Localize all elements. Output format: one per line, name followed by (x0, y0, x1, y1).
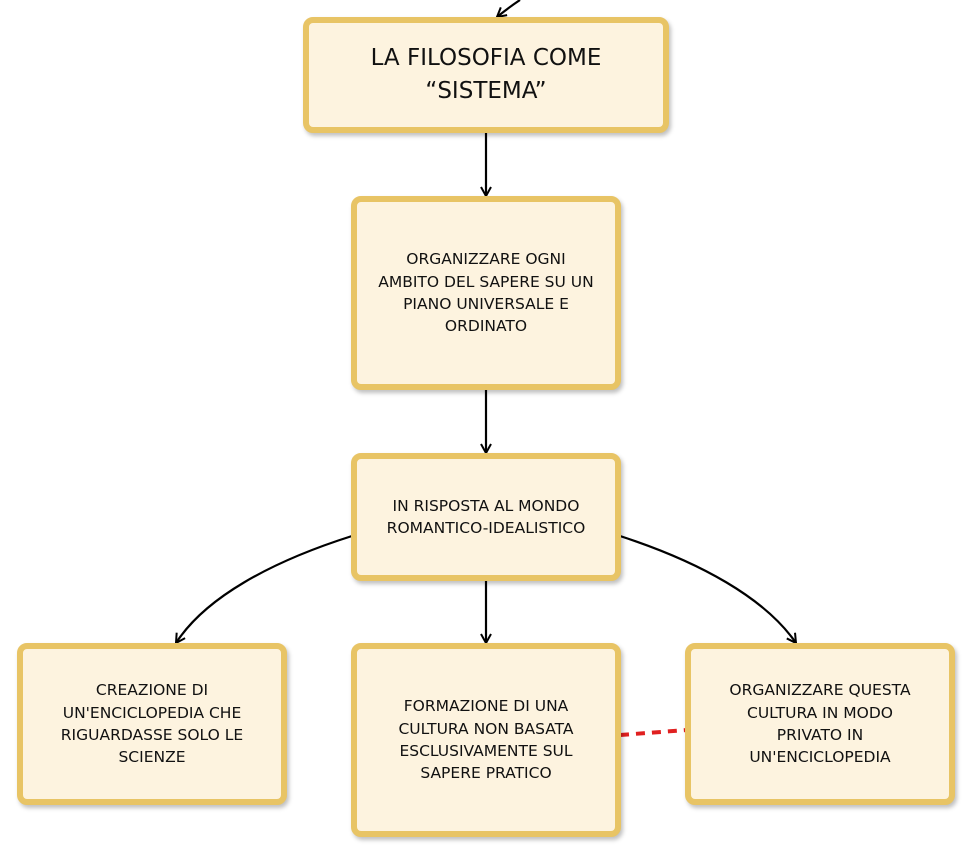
node-private-encyclopedia-label: ORGANIZZARE QUESTA CULTURA IN MODO PRIVA… (729, 681, 911, 767)
node-private-encyclopedia: ORGANIZZARE QUESTA CULTURA IN MODO PRIVA… (685, 643, 955, 805)
node-sciences-encyclopedia-label: CREAZIONE DI UN'ENCICLOPEDIA CHE RIGUARD… (60, 681, 244, 767)
node-romantic-idealist-response: IN RISPOSTA AL MONDO ROMANTICO-IDEALISTI… (351, 453, 621, 581)
node-organize-knowledge: ORGANIZZARE OGNI AMBITO DEL SAPERE SU UN… (351, 196, 621, 390)
node-organize-knowledge-label: ORGANIZZARE OGNI AMBITO DEL SAPERE SU UN… (378, 250, 594, 336)
node-romantic-idealist-response-label: IN RISPOSTA AL MONDO ROMANTICO-IDEALISTI… (386, 496, 586, 537)
arrow-response-to-private (619, 534, 796, 643)
arrow-response-to-encyclopedia (176, 534, 353, 643)
node-sciences-encyclopedia: CREAZIONE DI UN'ENCICLOPEDIA CHE RIGUARD… (17, 643, 287, 805)
node-philosophy-as-system: LA FILOSOFIA COME “SISTEMA” (303, 17, 669, 133)
node-non-practical-culture: FORMAZIONE DI UNA CULTURA NON BASATA ESC… (351, 643, 621, 837)
node-non-practical-culture-label: FORMAZIONE DI UNA CULTURA NON BASATA ESC… (398, 697, 574, 783)
node-philosophy-as-system-label: LA FILOSOFIA COME “SISTEMA” (370, 44, 602, 104)
dashed-link-culture-private (619, 728, 688, 737)
arrow-incoming (497, 0, 521, 17)
